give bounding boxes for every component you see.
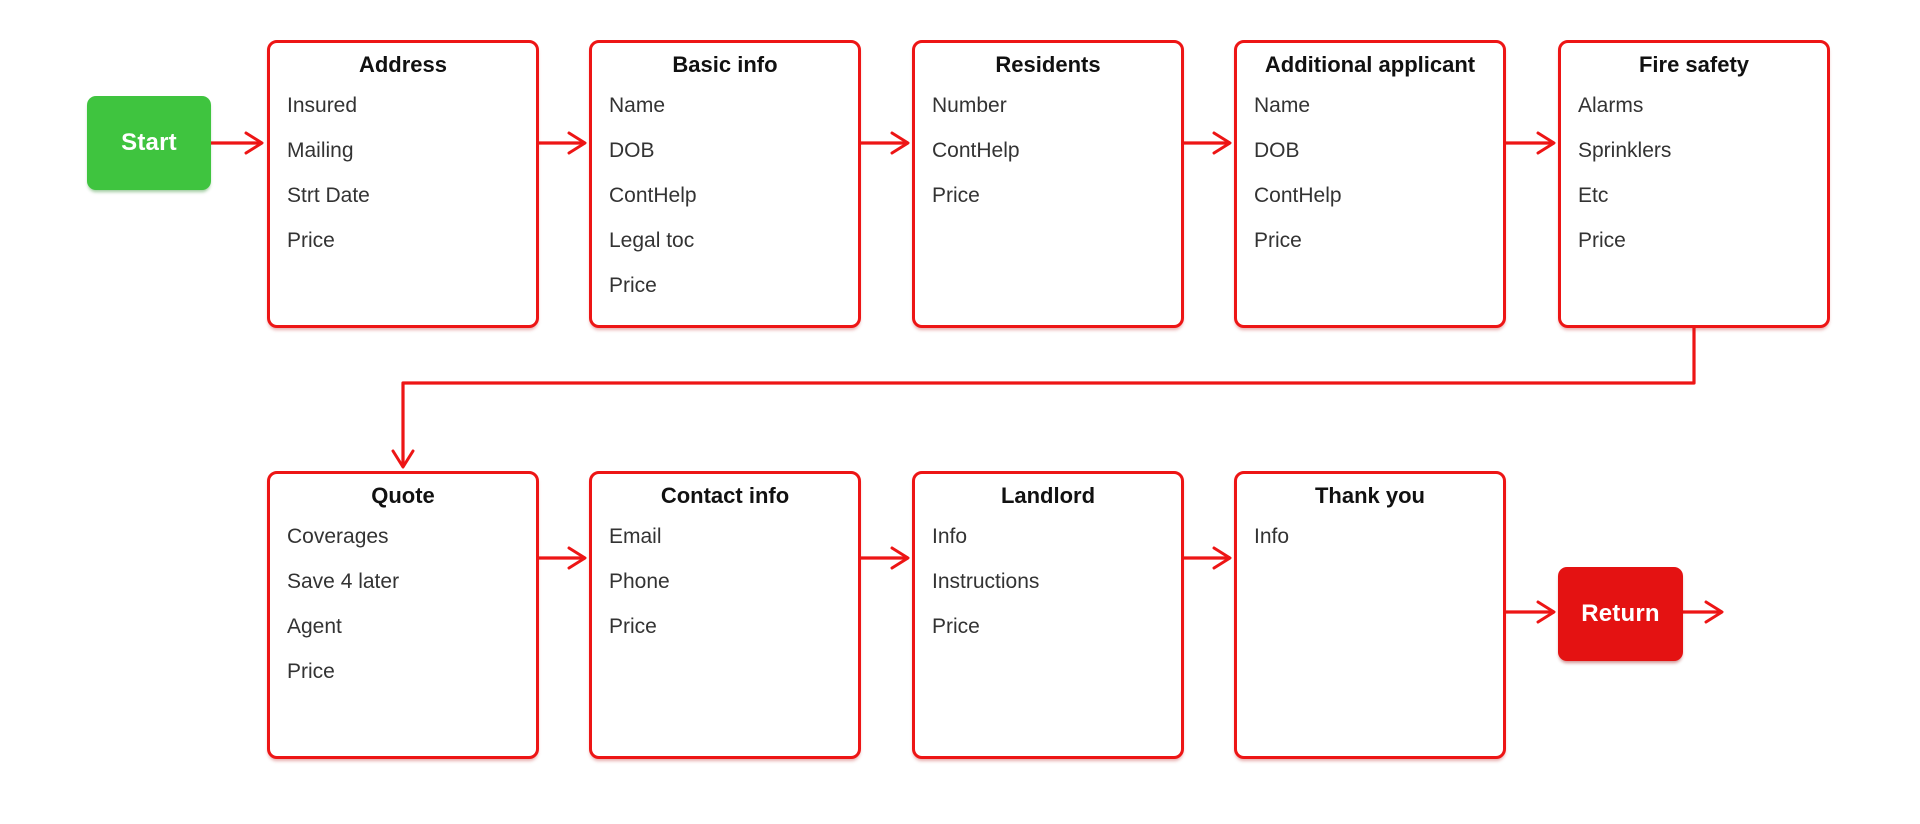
flow-step-thank-you: Thank you Info [1234,471,1506,759]
flow-step-landlord: Landlord Info Instructions Price [912,471,1184,759]
step-field: Phone [609,570,670,593]
step-field: Mailing [287,139,354,162]
return-node: Return [1558,567,1683,661]
step-field: Etc [1578,184,1609,207]
step-field: Price [287,229,335,252]
step-title: Residents [995,52,1101,77]
step-title: Basic info [672,52,778,77]
step-fields: Alarms Sprinklers Etc Price [1561,83,1827,263]
step-field: ContHelp [609,184,697,207]
start-node-label: Start [121,129,177,156]
step-field: Strt Date [287,184,370,207]
start-node: Start [87,96,211,190]
flow-step-address: Address Insured Mailing Strt Date Price [267,40,539,328]
step-fields: Email Phone Price [592,514,858,649]
step-field: Legal toc [609,229,695,252]
flow-step-quote: Quote Coverages Save 4 later Agent Price [267,471,539,759]
step-fields: Name DOB ContHelp Price [1237,83,1503,263]
flow-step-basic-info: Basic info Name DOB ContHelp Legal toc P… [589,40,861,328]
step-field: Name [609,94,666,117]
step-fields: Info [1237,514,1503,559]
step-fields: Coverages Save 4 later Agent Price [270,514,536,694]
step-field: Insured [287,94,358,117]
step-field: Price [932,615,980,638]
step-title: Contact info [660,483,790,508]
step-fields: Name DOB ContHelp Legal toc Price [592,83,858,308]
step-title: Address [358,52,448,77]
step-field: Price [609,274,657,297]
step-field: Sprinklers [1578,139,1672,162]
step-field: Email [609,525,662,548]
step-field: Number [932,94,1007,117]
step-field: Price [609,615,657,638]
step-field: Price [287,660,335,683]
step-fields: Number ContHelp Price [915,83,1181,218]
step-fields: Info Instructions Price [915,514,1181,649]
step-field: Save 4 later [287,570,400,593]
step-title: Landlord [1000,483,1096,508]
step-field: Price [932,184,980,207]
step-field: Coverages [287,525,389,548]
flow-step-residents: Residents Number ContHelp Price [912,40,1184,328]
step-title: Additional applicant [1264,52,1476,77]
step-field: Price [1578,229,1626,252]
step-field: Agent [287,615,342,638]
step-field: DOB [1254,139,1300,162]
step-field: Instructions [932,570,1040,593]
step-field: Info [932,525,968,548]
step-field: Alarms [1578,94,1644,117]
step-field: ContHelp [932,139,1020,162]
step-field: Info [1254,525,1290,548]
step-title: Quote [371,483,435,508]
flow-step-fire-safety: Fire safety Alarms Sprinklers Etc Price [1558,40,1830,328]
step-title: Fire safety [1638,52,1750,77]
step-field: DOB [609,139,655,162]
step-fields: Insured Mailing Strt Date Price [270,83,536,263]
step-field: ContHelp [1254,184,1342,207]
arrow-fire-safety-to-quote [391,328,1696,469]
step-field: Price [1254,229,1302,252]
step-field: Name [1254,94,1311,117]
return-node-label: Return [1581,600,1660,627]
flow-step-additional-applicant: Additional applicant Name DOB ContHelp P… [1234,40,1506,328]
flow-step-contact-info: Contact info Email Phone Price [589,471,861,759]
step-title: Thank you [1314,483,1425,508]
